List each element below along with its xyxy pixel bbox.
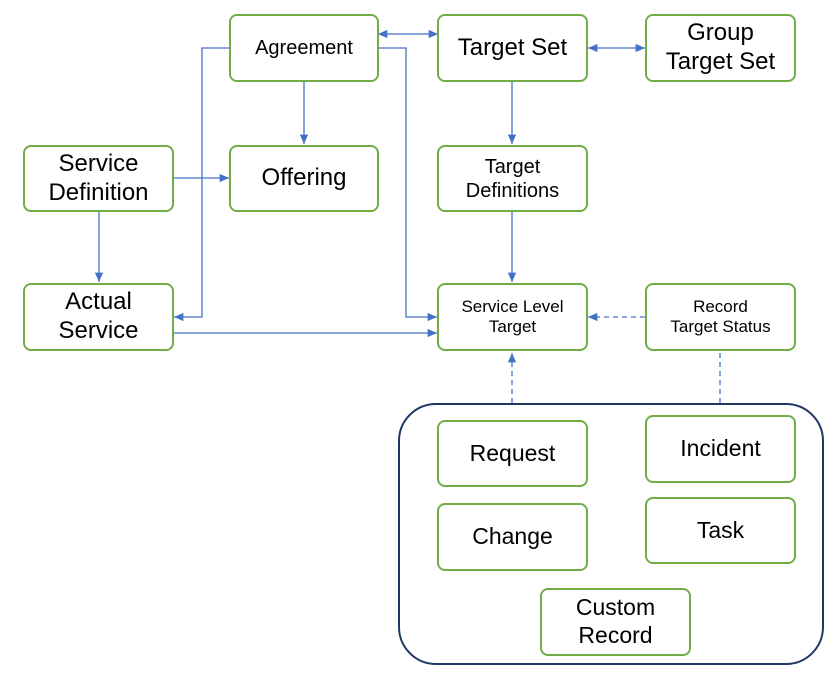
agreement-label: Agreement [255, 37, 353, 59]
service-level-target-node: Service Level Target [437, 283, 588, 351]
actual-service-label: Actual Service [58, 288, 139, 344]
request-node: Request [437, 420, 588, 487]
target-set-label: Target Set [457, 33, 568, 61]
service-definition-label: Service Definition [48, 149, 149, 206]
service-definition-node: Service Definition [23, 145, 174, 212]
custom-record-node: Custom Record [540, 588, 691, 656]
incident-node: Incident [645, 415, 796, 483]
target-definitions-node: Target Definitions [437, 145, 588, 212]
target-definitions-label: Target Definitions [465, 155, 560, 202]
custom-record-label: Custom Record [575, 594, 656, 648]
target-set-node: Target Set [437, 14, 588, 82]
record-target-status-label: Record Target Status [670, 296, 771, 336]
connector-agreement-slt [378, 47, 437, 322]
group-target-set-label: Group Target Set [665, 19, 776, 75]
offering-node: Offering [229, 145, 379, 212]
service-level-target-label: Service Level Target [461, 296, 564, 336]
connector-agreement-actualservice [174, 47, 230, 322]
actual-service-node: Actual Service [23, 283, 174, 351]
task-node: Task [645, 497, 796, 564]
offering-label: Offering [261, 164, 347, 192]
incident-label: Incident [680, 435, 761, 462]
agreement-node: Agreement [229, 14, 379, 82]
group-target-set-node: Group Target Set [645, 14, 796, 82]
task-label: Task [696, 516, 745, 543]
request-label: Request [469, 439, 556, 466]
change-node: Change [437, 503, 588, 571]
record-target-status-node: Record Target Status [645, 283, 796, 351]
change-label: Change [472, 523, 553, 550]
